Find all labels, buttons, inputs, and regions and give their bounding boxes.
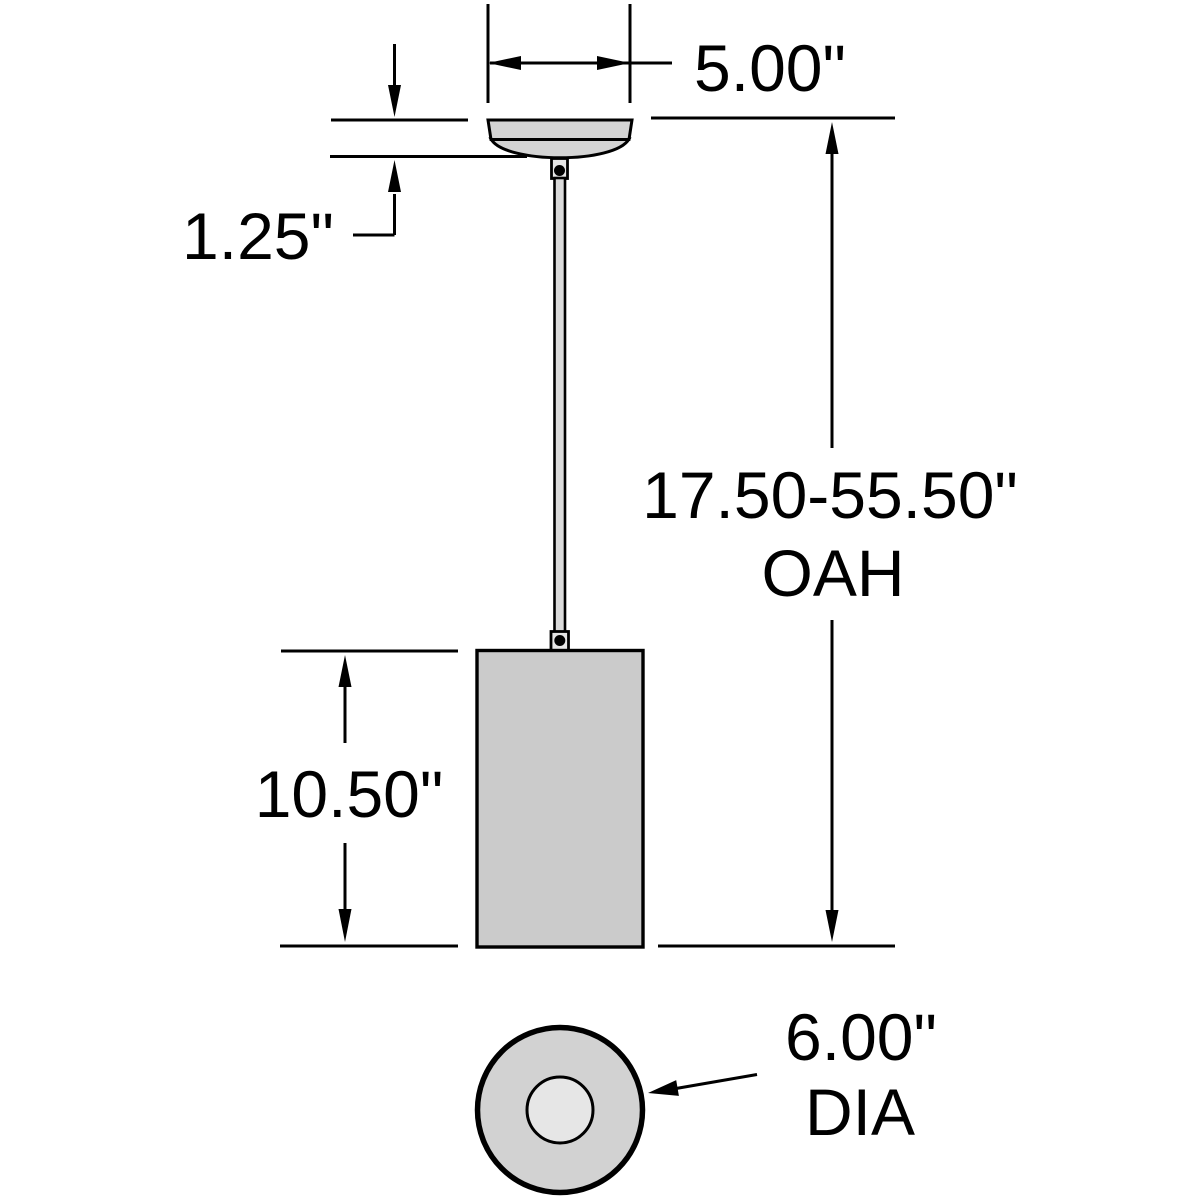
shade-inner-circle bbox=[525, 1075, 595, 1145]
canopy-width-label: 5.00" bbox=[694, 31, 846, 105]
arrowhead-down-icon bbox=[338, 909, 352, 942]
arrowhead-left-icon bbox=[488, 56, 521, 70]
arrowhead-down-icon bbox=[825, 910, 839, 942]
overall-height-abbr-label: OAH bbox=[761, 536, 904, 610]
dim-canopy-height: 1.25" bbox=[182, 44, 527, 273]
fixture-bottom-view: 6.00" DIA bbox=[474, 1000, 937, 1196]
lower-connector-pin bbox=[554, 635, 566, 646]
shade-height-label: 10.50" bbox=[255, 757, 444, 831]
arrowhead-right-icon bbox=[597, 56, 630, 70]
upper-connector-pin bbox=[554, 165, 565, 176]
hanging-rod bbox=[553, 176, 567, 635]
overall-height-label: 17.50-55.50" bbox=[642, 458, 1018, 532]
canopy-height-label: 1.25" bbox=[182, 199, 334, 273]
dim-overall-height: 17.50-55.50" OAH bbox=[642, 116, 1018, 948]
dim-shade-height: 10.50" bbox=[255, 649, 458, 948]
shade-diameter-label: 6.00" bbox=[785, 1000, 937, 1074]
dim-canopy-width: 5.00" bbox=[486, 4, 846, 105]
shade-diameter-abbr-label: DIA bbox=[805, 1075, 915, 1149]
arrowhead-left-icon bbox=[648, 1080, 679, 1096]
arrowhead-up-icon bbox=[338, 655, 352, 687]
leader-line bbox=[675, 1073, 758, 1090]
arrowhead-down-icon bbox=[388, 85, 401, 117]
fixture-side-view bbox=[475, 118, 645, 949]
arrowhead-up-icon bbox=[825, 122, 839, 154]
cylinder-shade bbox=[475, 648, 645, 949]
canopy-dish bbox=[488, 137, 632, 160]
arrowhead-up-icon bbox=[388, 160, 401, 192]
canopy-band bbox=[486, 118, 634, 141]
dim-shade-diameter: 6.00" DIA bbox=[648, 1000, 937, 1149]
